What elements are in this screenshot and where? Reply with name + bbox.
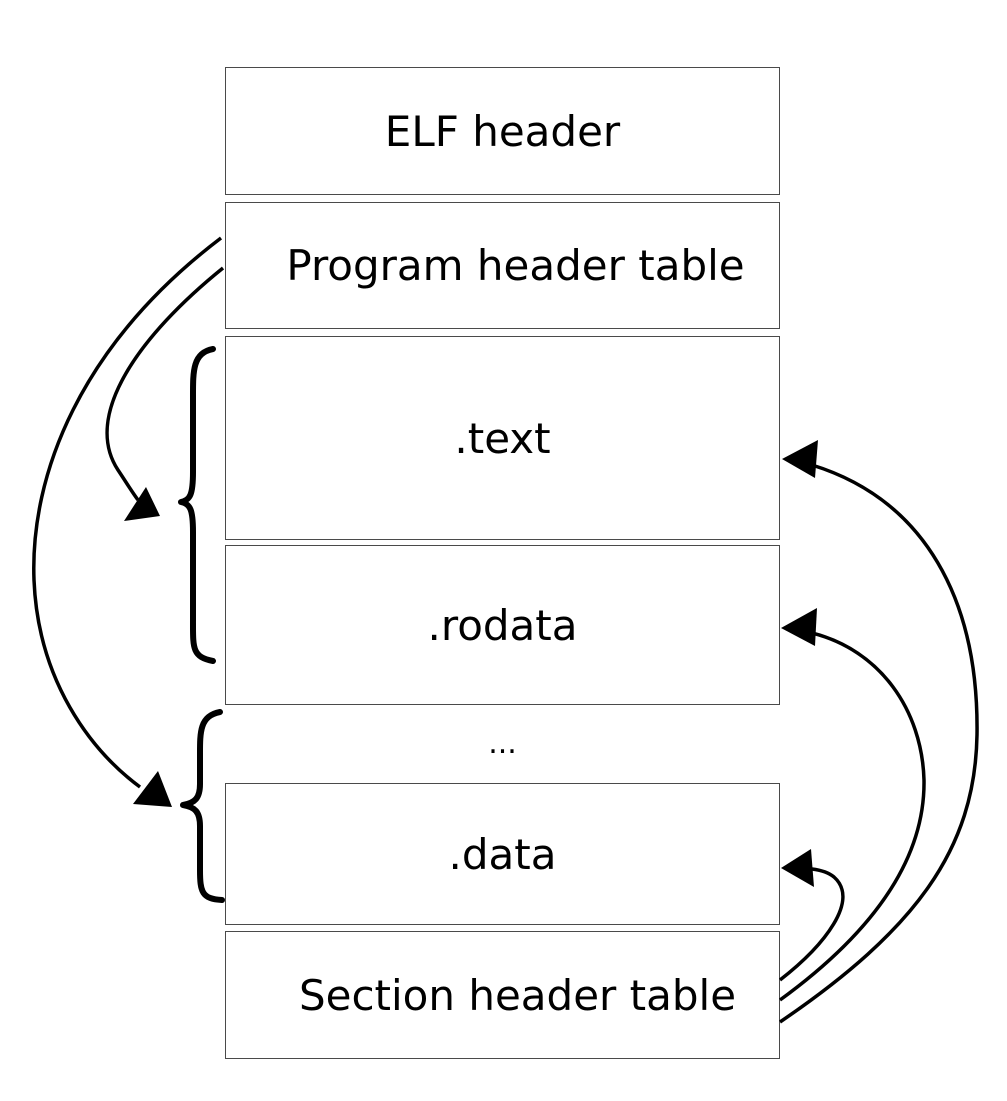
ellipsis-sections: ... bbox=[225, 718, 780, 768]
text-section-box: .text bbox=[225, 336, 780, 540]
section-header-to-data-arrowhead bbox=[781, 849, 814, 887]
text-section-label: .text bbox=[454, 413, 551, 463]
section-header-to-text-arrow bbox=[779, 463, 979, 1024]
program-header-table-box: Program header table bbox=[225, 202, 780, 329]
rodata-section-label: .rodata bbox=[427, 600, 578, 650]
rodata-section-box: .rodata bbox=[225, 545, 780, 705]
program-header-to-segment-2-arrowhead bbox=[133, 771, 172, 807]
data-section-box: .data bbox=[225, 783, 780, 925]
section-header-table-box: Section header table bbox=[225, 931, 780, 1059]
data-section-label: .data bbox=[448, 829, 557, 879]
segment-1-brace bbox=[178, 346, 216, 664]
elf-header-box: ELF header bbox=[225, 67, 780, 195]
program-header-table-label: Program header table bbox=[286, 241, 745, 290]
section-header-to-rodata-arrow bbox=[778, 631, 926, 1002]
section-header-to-text-arrowhead bbox=[782, 440, 818, 478]
program-header-to-segment-1-arrowhead bbox=[124, 487, 160, 521]
section-header-to-data-arrow bbox=[778, 867, 845, 982]
ellipsis-label: ... bbox=[488, 725, 517, 761]
section-header-to-rodata-arrowhead bbox=[781, 608, 817, 646]
elf-header-label: ELF header bbox=[384, 106, 621, 156]
segment-2-brace bbox=[180, 709, 225, 903]
section-header-table-label: Section header table bbox=[298, 970, 737, 1020]
program-header-to-segment-1-arrow bbox=[105, 266, 225, 502]
program-header-to-segment-2-arrow bbox=[32, 236, 223, 789]
